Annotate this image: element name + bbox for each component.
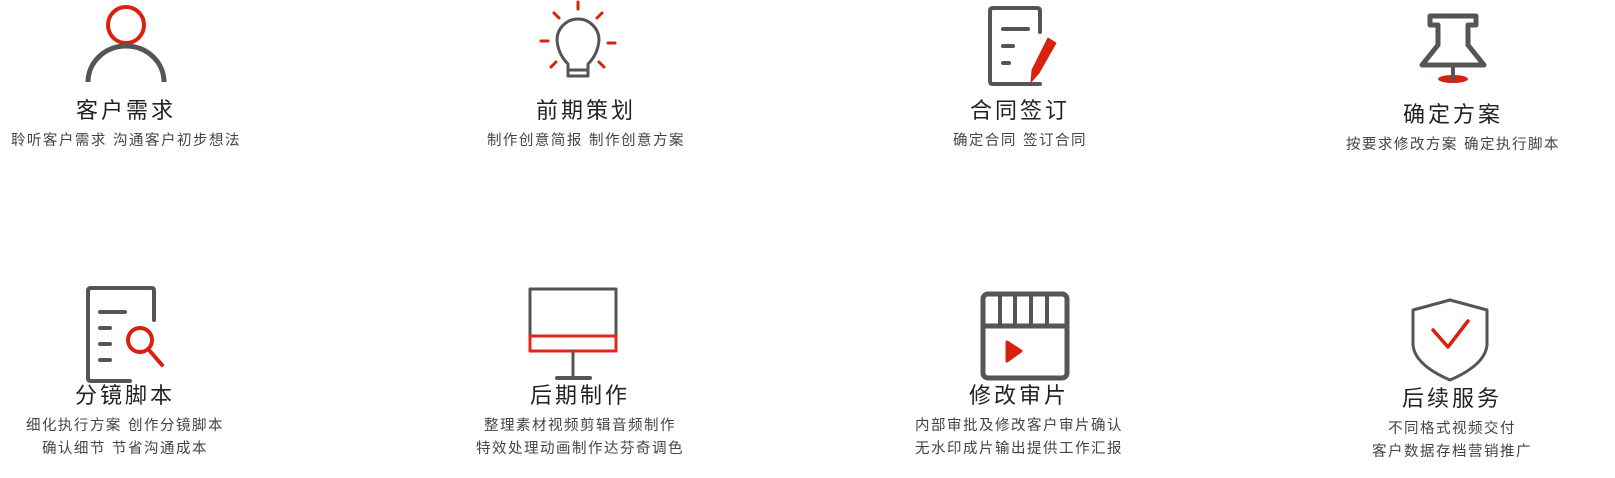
step-title: 客户需求 [75, 99, 176, 124]
step-contract: 合同签订 确定合同 签订合同 [840, 98, 1200, 153]
step-desc: 确认细节 节省沟通成本 [41, 441, 209, 457]
step-desc: 聆听客户需求 沟通客户初步想法 [10, 133, 242, 149]
step-title: 确定方案 [1402, 103, 1503, 128]
user-icon [85, 5, 167, 83]
step-title: 合同签订 [969, 99, 1070, 124]
step-storyboard: 分镜脚本 细化执行方案 创作分镜脚本 确认细节 节省沟通成本 [0, 383, 305, 461]
step-title: 后续服务 [1401, 387, 1502, 412]
step-confirm-plan: 确定方案 按要求修改方案 确定执行脚本 [1273, 102, 1615, 157]
step-title: 后期制作 [529, 384, 630, 409]
step-desc: 制作创意简报 制作创意方案 [486, 133, 686, 149]
step-desc: 细化执行方案 创作分镜脚本 [25, 418, 225, 434]
step-post-production: 后期制作 整理素材视频剪辑音频制作 特效处理动画制作达芬奇调色 [400, 383, 760, 461]
step-desc: 内部审批及修改客户审片确认 [915, 418, 1123, 434]
step-desc: 无水印成片输出提供工作汇报 [915, 441, 1123, 457]
step-after-service: 后续服务 不同格式视频交付 客户数据存档营销推广 [1272, 386, 1615, 464]
step-desc: 整理素材视频剪辑音频制作 [484, 418, 676, 434]
video-clapper-icon [980, 291, 1070, 381]
step-customer-needs: 客户需求 聆听客户需求 沟通客户初步想法 [0, 98, 306, 153]
document-search-icon [86, 286, 164, 383]
step-review: 修改审片 内部审批及修改客户审片确认 无水印成片输出提供工作汇报 [839, 383, 1199, 461]
step-desc: 按要求修改方案 确定执行脚本 [1345, 137, 1561, 153]
step-desc: 特效处理动画制作达芬奇调色 [476, 441, 684, 457]
step-desc: 客户数据存档营销推广 [1372, 444, 1532, 460]
step-title: 分镜脚本 [74, 384, 175, 409]
step-title: 前期策划 [535, 99, 636, 124]
pushpin-icon [1419, 13, 1487, 83]
monitor-icon [528, 287, 618, 380]
step-title: 修改审片 [968, 384, 1069, 409]
contract-sign-icon [988, 6, 1057, 86]
shield-check-icon [1411, 298, 1489, 382]
step-planning: 前期策划 制作创意简报 制作创意方案 [406, 98, 766, 153]
step-desc: 不同格式视频交付 [1388, 421, 1516, 437]
lightbulb-icon [539, 0, 617, 78]
step-desc: 确定合同 签订合同 [952, 133, 1088, 149]
